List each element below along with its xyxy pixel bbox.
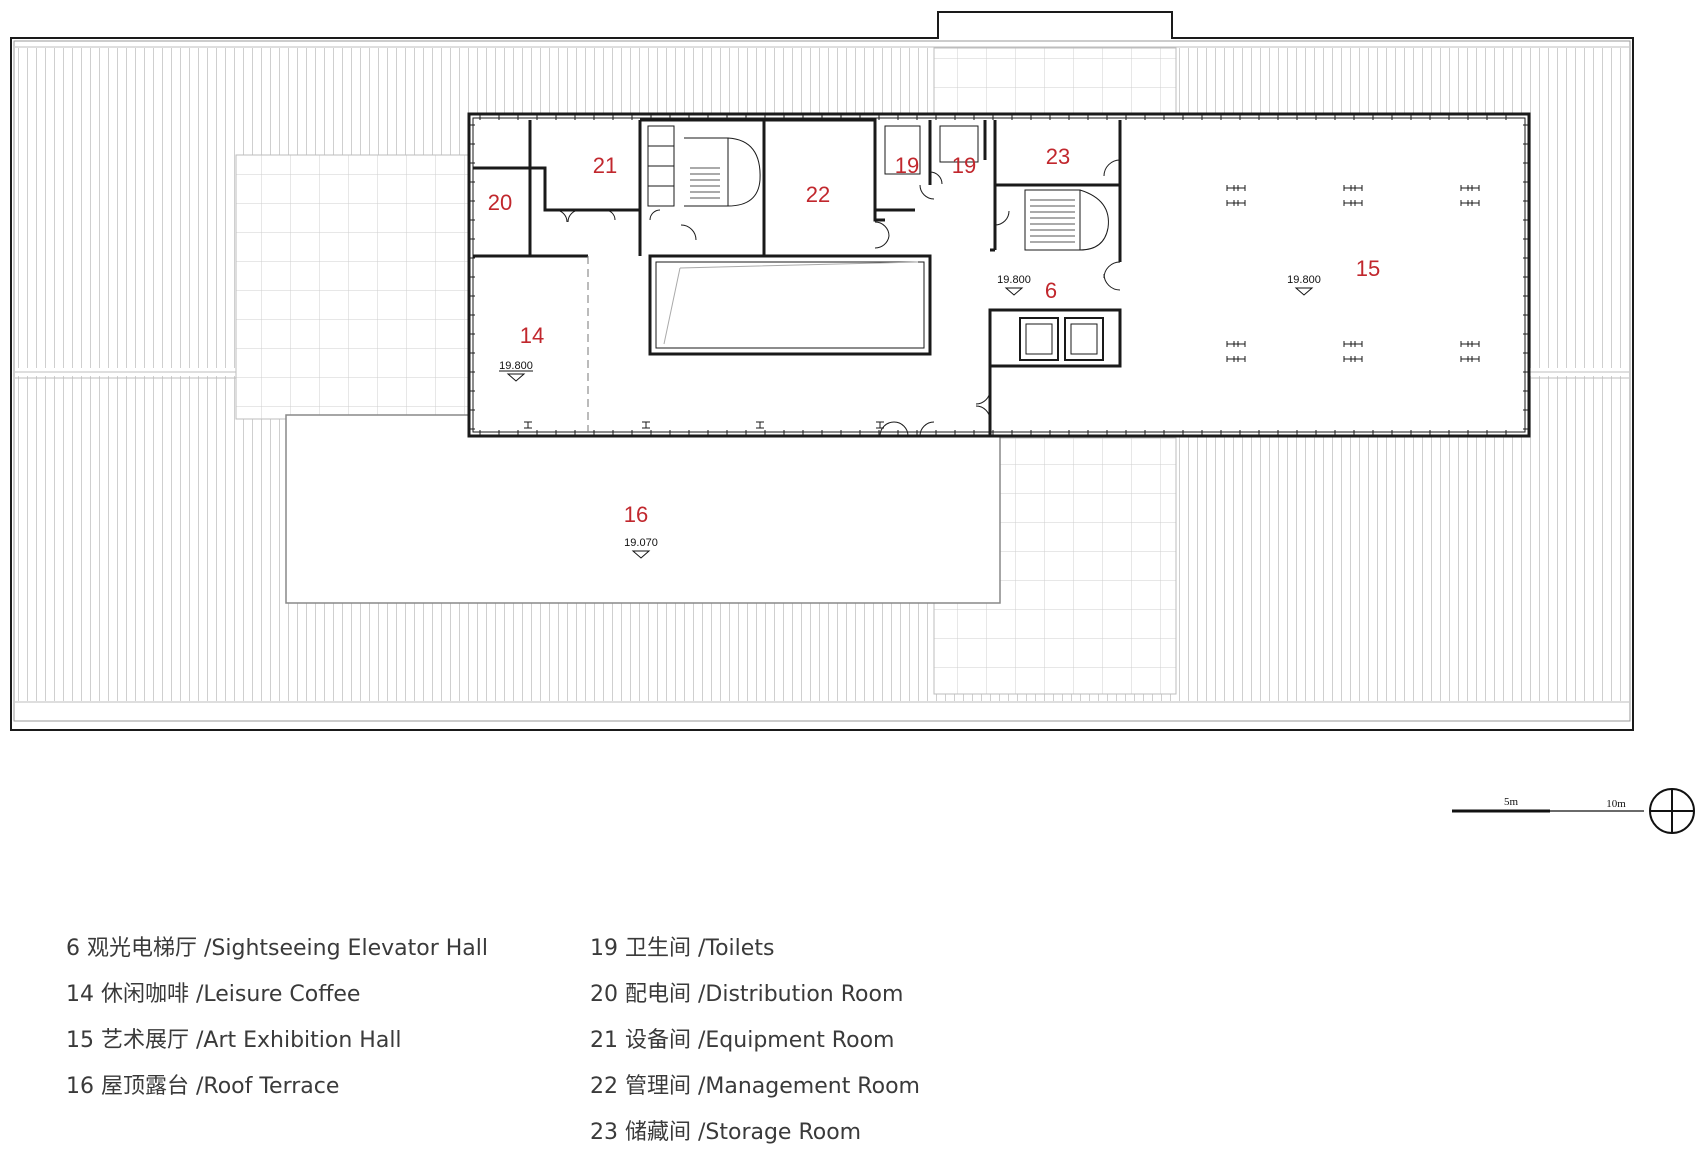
legend-item-20: 20 配电间 /Distribution Room <box>590 982 904 1007</box>
level-marker-elevator-hall: 19.800 <box>997 274 1031 296</box>
legend-item-15: 15 艺术展厅 /Art Exhibition Hall <box>66 1028 402 1053</box>
legend-item-6: 6 观光电梯厅 /Sightseeing Elevator Hall <box>66 936 488 961</box>
legend-item-16: 16 屋顶露台 /Roof Terrace <box>66 1074 340 1099</box>
svg-text:19.800: 19.800 <box>499 360 533 372</box>
exhibition-furniture <box>524 185 1480 429</box>
room-label-14: 14 <box>520 323 544 348</box>
facade-columns <box>469 114 1529 436</box>
svg-text:5m: 5m <box>1504 796 1519 808</box>
legend-item-23: 23 储藏间 /Storage Room <box>590 1120 862 1145</box>
room-label-19-a: 19 <box>895 153 919 178</box>
roof-terrace-area <box>285 414 1001 604</box>
building-footprint <box>467 112 1531 438</box>
legend-item-19: 19 卫生间 /Toilets <box>590 936 775 961</box>
room-label-15: 15 <box>1356 256 1380 281</box>
roof-inner-edge <box>13 40 1631 722</box>
svg-text:19.070: 19.070 <box>624 537 658 549</box>
room-label-23: 23 <box>1046 144 1070 169</box>
room-label-16: 16 <box>624 502 648 527</box>
legend-item-14: 14 休闲咖啡 /Leisure Coffee <box>66 982 361 1007</box>
service-walls <box>473 118 1122 436</box>
legend-item-21: 21 设备间 /Equipment Room <box>590 1028 895 1053</box>
svg-text:19.800: 19.800 <box>997 274 1031 286</box>
svg-text:19.800: 19.800 <box>1287 274 1321 286</box>
north-arrow-icon <box>1649 788 1695 834</box>
interior-details <box>554 125 1121 437</box>
level-marker-terrace: 19.070 <box>624 537 658 559</box>
level-marker-exhibition: 19.800 <box>1287 274 1321 296</box>
room-label-19-b: 19 <box>952 153 976 178</box>
svg-text:10m: 10m <box>1606 798 1626 810</box>
room-label-22: 22 <box>806 182 830 207</box>
room-legend: 6 观光电梯厅 /Sightseeing Elevator Hall 14 休闲… <box>66 930 966 1150</box>
room-label-6: 6 <box>1045 278 1057 303</box>
room-label-21: 21 <box>593 153 617 178</box>
legend-item-22: 22 管理间 /Management Room <box>590 1074 920 1099</box>
room-label-20: 20 <box>488 190 512 215</box>
scale-bar: 5m 10m <box>1452 796 1644 813</box>
courtyard-void <box>648 254 932 356</box>
room-labels: 20 21 22 19 19 23 6 15 14 16 <box>488 144 1380 527</box>
level-marker-cafe: 19.800 <box>499 360 533 382</box>
roof-outline <box>10 11 1634 731</box>
floor-plan: 19.800 19.800 19.800 19.070 20 21 22 19 … <box>10 11 1695 834</box>
